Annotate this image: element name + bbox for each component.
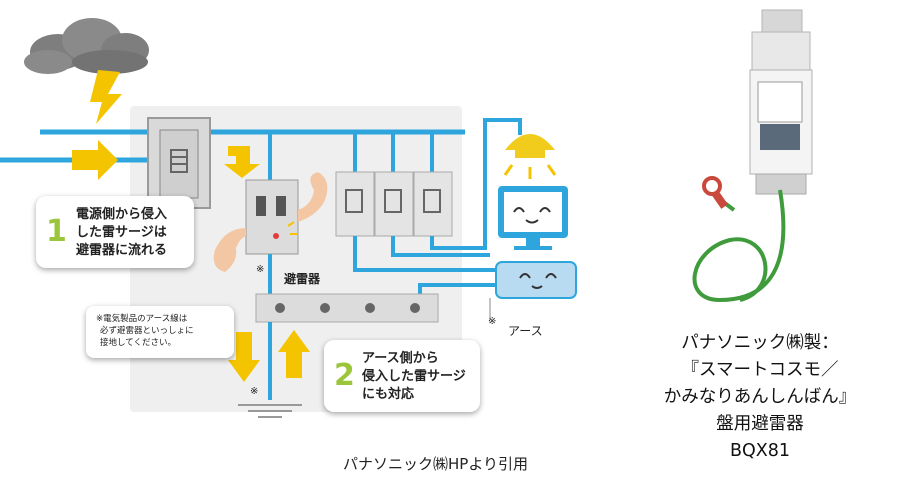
product-ground-cable [692, 189, 786, 303]
callout-earth-side-line-3: にも対応 [362, 387, 415, 402]
thunder-cloud-icon [24, 18, 149, 74]
main-breaker [147, 117, 211, 209]
mark-arrester: ※ [256, 264, 265, 275]
earth-terminal-bar [255, 293, 439, 323]
product-line-2: 『スマートコスモ／ [681, 360, 839, 380]
callout-power-side-line-1: 電源側から侵入 [76, 207, 168, 222]
product-arrester-module [749, 9, 813, 195]
lightning-bolt-icon [90, 70, 122, 124]
branch-breakers [335, 171, 453, 237]
product-line-1: パナソニック㈱製： [681, 333, 839, 353]
surge-arrester-icon [245, 179, 299, 255]
arrester-arm-left [213, 228, 246, 272]
callout-earth-side-number: 2 [334, 358, 355, 393]
arrow-from-ground [278, 330, 310, 378]
computer-monitor-icon [498, 186, 568, 250]
arrow-to-ground [228, 332, 260, 382]
callout-power-side-line-3: 避雷器に流れる [76, 243, 168, 258]
source-caption: パナソニック㈱HPより引用 [343, 455, 529, 473]
arrester-label: 避雷器 [284, 272, 321, 286]
product-line-3: かみなりあんしんばん』 [663, 387, 857, 407]
mark-ground: ※ [250, 386, 259, 397]
earth-note-line-1: ※電気製品のアース線は [96, 314, 188, 324]
mark-earth: ※ [488, 316, 497, 327]
callout-earth-side-line-2: 侵入した雷サージ [362, 369, 466, 384]
earth-label: アース [508, 324, 543, 338]
earth-note-line-2: 必ず避雷器といっしょに [100, 326, 194, 336]
callout-power-side-line-2: した雷サージは [76, 225, 167, 240]
ground-symbol [238, 404, 302, 418]
callout-power-side-number: 1 [46, 214, 67, 249]
callout-power-side [36, 196, 194, 268]
arrester-arm-right [298, 172, 328, 222]
earth-note-line-3: 接地してください。 [100, 338, 176, 348]
router-device-icon [495, 261, 577, 299]
arrow-into-arrester [224, 146, 260, 178]
ring-terminal [702, 176, 728, 209]
arrow-incoming [72, 140, 118, 180]
callout-earth-side-line-1: アース側から [362, 351, 439, 366]
product-line-4: 盤用避雷器 [716, 414, 804, 434]
earth-note [86, 306, 234, 358]
product-description: パナソニック㈱製： 『スマートコスモ／ かみなりあんしんばん』 盤用避雷器 BQ… [630, 330, 890, 465]
ceiling-lamp-icon [503, 134, 557, 179]
product-line-5: BQX81 [729, 441, 791, 461]
callout-earth-side [324, 340, 480, 412]
